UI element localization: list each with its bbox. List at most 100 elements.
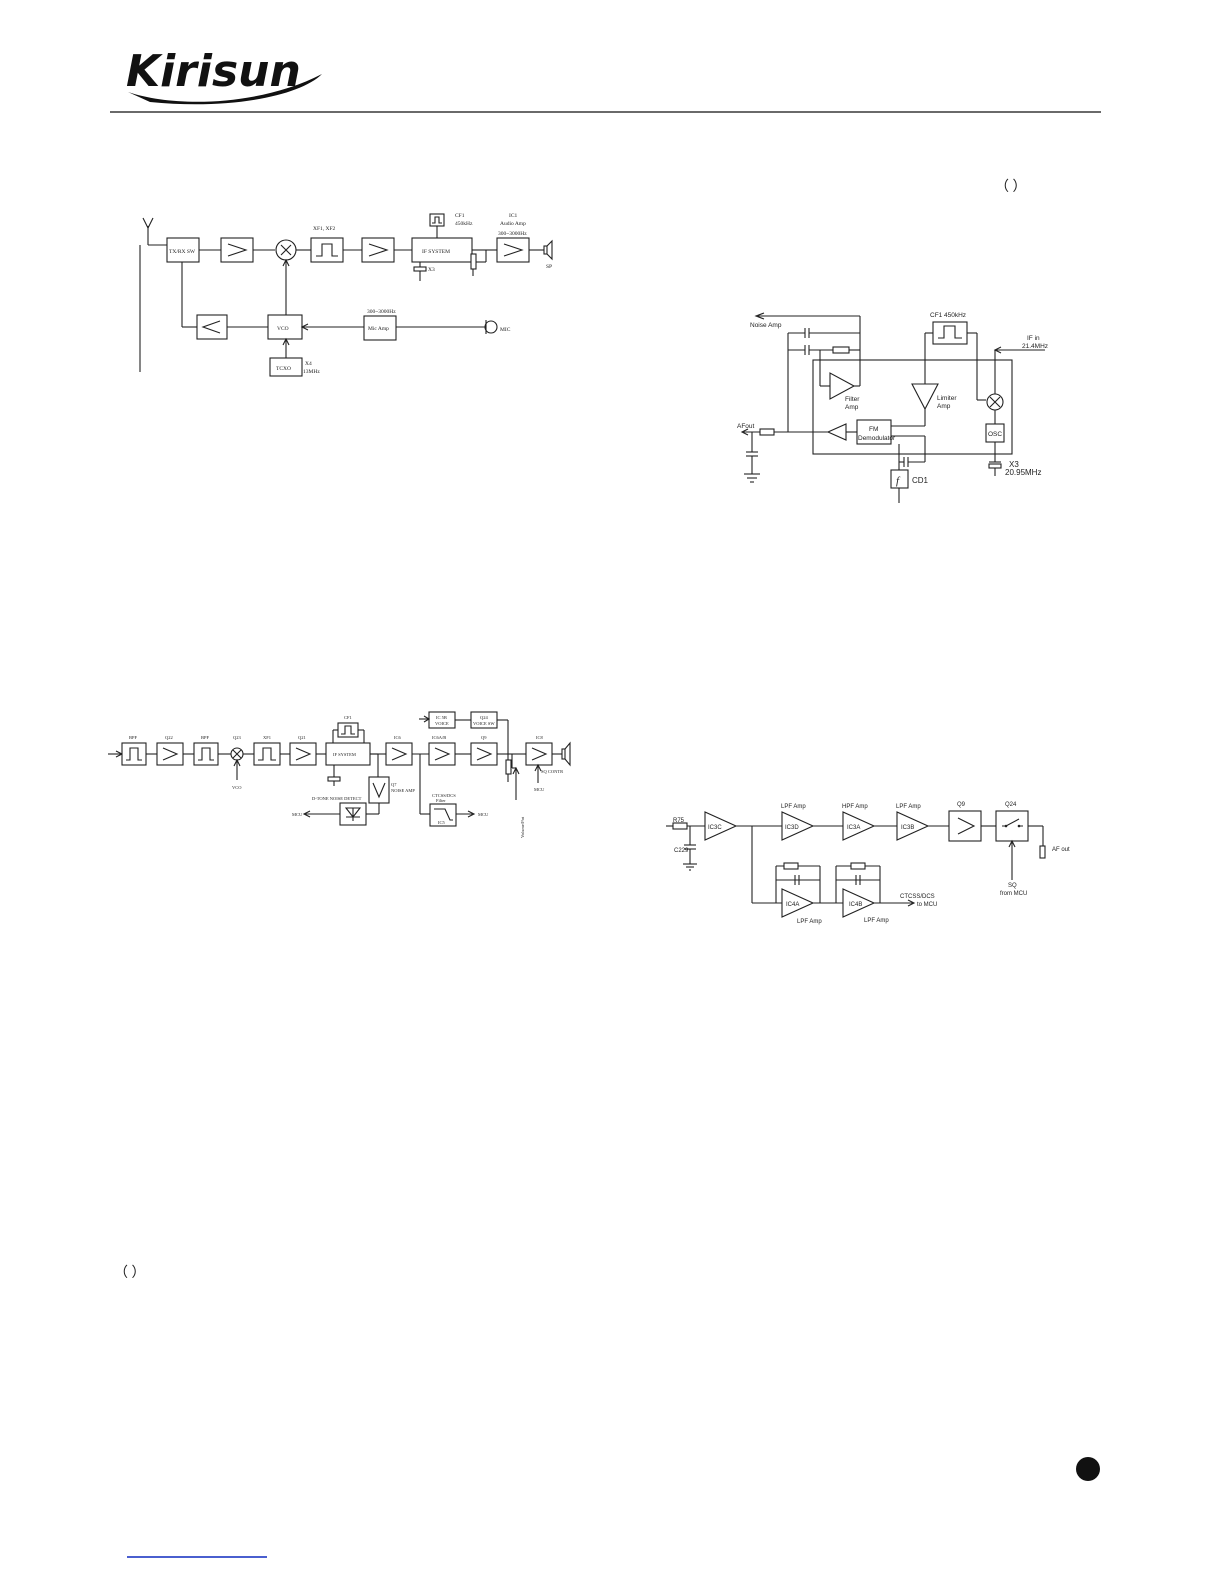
ic4a-feedback-resistor-icon	[783, 862, 799, 870]
lpf4-label: LPF Amp	[864, 918, 889, 924]
limiter-label: Limiter	[937, 395, 957, 402]
discriminator-symbol-icon: f	[896, 475, 901, 487]
vco-box	[267, 314, 303, 340]
ic3a-label: IC3A	[847, 825, 860, 831]
cd1-label: CD1	[912, 476, 929, 485]
ic4a-label: IC4A	[786, 902, 799, 908]
rx-voice-label: VOICE	[435, 721, 449, 726]
af-q9-box	[948, 810, 982, 842]
rx-vco-label: VCO	[232, 785, 242, 790]
lpf1-label: LPF Amp	[781, 804, 806, 810]
ic4a-amp-icon	[781, 888, 815, 918]
ic3d-amp-icon	[781, 811, 815, 841]
x3-if-label: X3	[1009, 460, 1019, 469]
demodulator-label: Demodulator	[858, 435, 896, 442]
ic3a-amp-icon	[842, 811, 876, 841]
af-buffer-icon	[826, 423, 847, 441]
rx-ic8-box	[525, 742, 553, 766]
paren-top: （ ）	[995, 179, 1027, 195]
rf-amp-box	[220, 237, 254, 263]
vco-label: VCO	[277, 326, 289, 332]
rx-cf1-label: CF1	[344, 715, 352, 720]
limiter-label-2: Amp	[937, 403, 951, 410]
rx-xf1-box	[253, 742, 281, 766]
rx-ic5-label: IC5	[438, 820, 446, 825]
af-filter-diagram: R75 C229 IC3C LPF Amp IC3D HPF Amp IC3A …	[666, 802, 1070, 925]
paren-bottom: （ ）	[114, 1265, 146, 1281]
af-q9-label: Q9	[957, 802, 966, 808]
lpf3-label: LPF Amp	[797, 919, 822, 925]
rx-mcu3-label: MCU	[534, 787, 545, 792]
if-ic-outline	[812, 359, 1013, 455]
x4-label: X4	[305, 361, 312, 367]
ground-icon	[744, 473, 760, 483]
af-out-label: AFout	[737, 423, 755, 430]
rx-speaker-icon	[561, 741, 571, 767]
noise-amp-label: Noise Amp	[750, 322, 782, 329]
rx-ctcss-label: CTCSS/DCS	[432, 793, 456, 798]
filter-amp-label: Filter	[845, 396, 860, 403]
rx-rfamp-box	[156, 742, 184, 766]
rx-vol-label: Volume/Pot	[520, 816, 525, 838]
cf1-label: CF1	[455, 213, 465, 219]
rx-if-system-label: IF SYSTEM	[333, 752, 356, 757]
txrx-switch-box	[166, 237, 200, 263]
rx-ic8-label: IC8	[536, 735, 544, 740]
rx-q21-box	[289, 742, 317, 766]
af-out-pot-icon	[1039, 845, 1046, 859]
cf1-freq-label: 450kHz	[455, 221, 473, 227]
af-c-label: C229	[674, 848, 689, 854]
if-system-label: IF SYSTEM	[422, 249, 450, 255]
af-resistor-icon	[759, 428, 775, 436]
rx-cf1-box	[337, 722, 359, 738]
rx-ic4-label: IC6A/B	[432, 735, 446, 740]
rx-bpf2-label: BPF	[201, 735, 210, 740]
filter-resistor-icon	[832, 346, 850, 354]
rx-mixer-label: Q23	[233, 735, 241, 740]
microphone-icon	[484, 320, 498, 334]
if-in-label: IF in	[1027, 335, 1040, 342]
af-out-label-2: AF out	[1052, 847, 1070, 853]
rx-bpf1-box	[121, 742, 147, 766]
rx-q7-label: Q7	[391, 782, 397, 787]
antenna-icon	[142, 217, 154, 245]
rx-ic6-box	[385, 742, 413, 766]
filter-amp-label-2: Amp	[845, 404, 859, 411]
rx-voice-ic-label: IC 5B	[436, 715, 447, 720]
if-demod-diagram: Noise Amp Filter Amp CF1 450kHz Limiter …	[737, 312, 1048, 503]
rx-noise-amp-label: NOISE AMP	[391, 788, 415, 793]
rx-bpf1-label: BPF	[129, 735, 138, 740]
af-sq-label: SQ	[1008, 883, 1017, 889]
cf1-if-box	[932, 321, 968, 345]
ic4b-amp-icon	[842, 888, 876, 918]
af-ground-icon	[683, 863, 697, 871]
mic-amp-label: Mic Amp	[368, 326, 389, 332]
cf1-if-label: CF1	[930, 312, 943, 319]
ic3c-label: IC3C	[708, 825, 722, 831]
af-r-label: R75	[673, 818, 685, 824]
ic4b-feedback-resistor-icon	[850, 862, 866, 870]
speaker-icon	[543, 239, 553, 261]
rx-ic4-box	[428, 742, 456, 766]
brand-wordmark: Kirisun	[126, 46, 301, 97]
af-q24-switch-box	[995, 810, 1029, 842]
rx-rfamp-label: Q22	[165, 735, 173, 740]
x3-label: X3	[428, 267, 435, 273]
rx-mcu1-label: MCU	[292, 812, 303, 817]
footer-link-underline[interactable]	[127, 1556, 267, 1558]
mic-amp-box	[363, 315, 397, 341]
mic-band-label: 300~3000Hz	[367, 309, 396, 315]
crystal-x3-if-icon	[988, 463, 1002, 469]
ic3b-amp-icon	[896, 811, 930, 841]
limiter-amp-icon	[911, 383, 939, 411]
ic4b-label: IC4B	[849, 902, 862, 908]
txrx-label: TX/RX SW	[169, 249, 196, 255]
rx-q9-label: Q9	[481, 735, 487, 740]
ic1-label: IC1	[509, 213, 518, 219]
rx-ic6-label: IC6	[394, 735, 402, 740]
ic3d-label: IC3D	[785, 825, 799, 831]
audio-amp-box	[496, 237, 530, 263]
x3-if-freq: 20.95MHz	[1005, 468, 1041, 477]
